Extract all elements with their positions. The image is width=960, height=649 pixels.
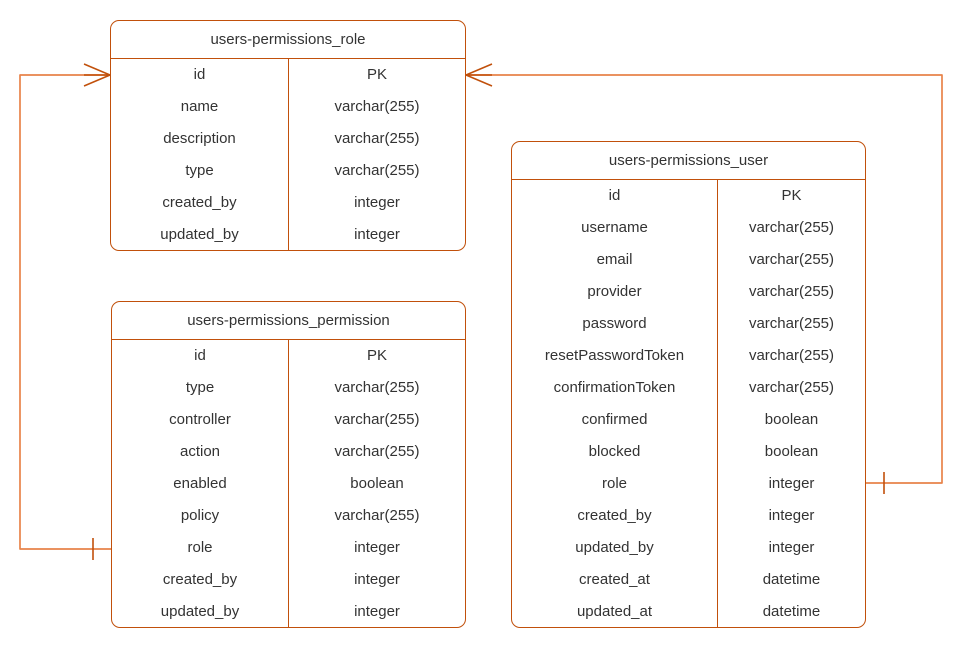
entity-title: users-permissions_user [512, 142, 865, 180]
relationship-line [19, 74, 111, 550]
field-type-cell: integer [354, 194, 400, 211]
field-name-cell: created_by [577, 507, 652, 524]
entity-title: users-permissions_role [111, 21, 465, 59]
field-type-cell: varchar(255) [748, 347, 835, 364]
field-type-cell: varchar(255) [748, 379, 835, 396]
field-type-cell: integer [768, 507, 815, 524]
field-type-cell: boolean [764, 411, 819, 428]
field-name-cell: updated_at [576, 603, 653, 620]
field-name-cell: role [187, 539, 213, 556]
field-type-column: PK varchar(255) varchar(255) varchar(255) va… [718, 180, 865, 627]
field-name-cell: action [179, 443, 221, 460]
field-type-column: PK varchar(255) varchar(255) varchar(255) bo… [289, 340, 465, 627]
entity-body: id username email provider password resetPass… [512, 180, 865, 627]
field-name-cell: type [185, 162, 214, 179]
field-name-cell: blocked [588, 443, 641, 460]
field-name-cell: password [582, 315, 647, 332]
field-name-column: id type controller action enabled policy role c… [112, 340, 289, 627]
field-type-cell: varchar(255) [334, 379, 420, 396]
field-name-column: id name description type created_by updated_b… [111, 59, 289, 250]
field-name-cell: created_by [162, 194, 237, 211]
field-name-cell: provider [587, 283, 642, 300]
field-name-cell: username [581, 219, 648, 236]
field-type-cell: integer [354, 603, 400, 620]
field-type-cell: varchar(255) [748, 219, 835, 236]
field-name-cell: resetPasswordToken [544, 347, 685, 364]
field-name-cell: id [194, 347, 206, 364]
field-name-cell: name [180, 98, 219, 115]
field-type-cell: integer [354, 226, 400, 243]
field-type-cell: datetime [762, 571, 821, 588]
field-type-cell: varchar(255) [748, 251, 835, 268]
crows-foot-prong-upper [83, 63, 111, 76]
crows-foot-prong-lower [83, 74, 111, 87]
field-type-cell: varchar(255) [748, 315, 835, 332]
crows-foot-prong-upper [465, 63, 493, 76]
field-name-cell: created_by [162, 571, 238, 588]
field-name-cell: role [601, 475, 627, 492]
field-name-cell: type [185, 379, 215, 396]
field-type-cell: PK [781, 187, 802, 204]
field-type-cell: integer [354, 539, 400, 556]
field-type-cell: datetime [762, 603, 821, 620]
field-type-cell: varchar(255) [334, 411, 420, 428]
field-type-cell: integer [354, 571, 400, 588]
crows-foot-marker [465, 63, 493, 87]
field-name-cell: confirmationToken [553, 379, 676, 396]
field-type-cell: varchar(255) [334, 443, 420, 460]
field-type-cell: PK [366, 347, 387, 364]
field-name-cell: confirmed [581, 411, 648, 428]
field-name-cell: updated_by [160, 226, 239, 243]
field-type-cell: PK [366, 66, 387, 83]
field-type-cell: integer [768, 475, 815, 492]
field-name-cell: policy [180, 507, 220, 524]
field-name-cell: id [608, 187, 621, 204]
field-name-cell: controller [169, 411, 231, 428]
field-type-column: PK varchar(255) varchar(255) varchar(255) in… [289, 59, 465, 250]
crows-foot-marker [83, 63, 111, 87]
field-type-cell: integer [768, 539, 815, 556]
field-name-cell: updated_by [160, 603, 240, 620]
field-type-cell: varchar(255) [334, 130, 420, 147]
field-name-cell: email [596, 251, 633, 268]
field-type-cell: varchar(255) [748, 283, 835, 300]
field-name-cell: id [193, 66, 206, 83]
field-type-cell: varchar(255) [334, 98, 420, 115]
crows-foot-prong-lower [465, 74, 493, 87]
field-type-cell: varchar(255) [334, 162, 420, 179]
field-name-cell: created_at [579, 571, 650, 588]
field-type-cell: boolean [764, 443, 819, 460]
field-name-cell: updated_by [575, 539, 654, 556]
field-type-cell: varchar(255) [334, 507, 420, 524]
entity-title: users-permissions_permission [112, 302, 465, 340]
relationship-role-permission[interactable] [19, 63, 111, 560]
field-name-cell: enabled [173, 475, 227, 492]
field-type-cell: boolean [350, 475, 404, 492]
entity-body: id name description type created_by updated_b… [111, 59, 465, 250]
entity-body: id type controller action enabled policy role c… [112, 340, 465, 627]
field-name-cell: description [163, 130, 236, 147]
field-name-column: id username email provider password resetPass… [512, 180, 718, 627]
